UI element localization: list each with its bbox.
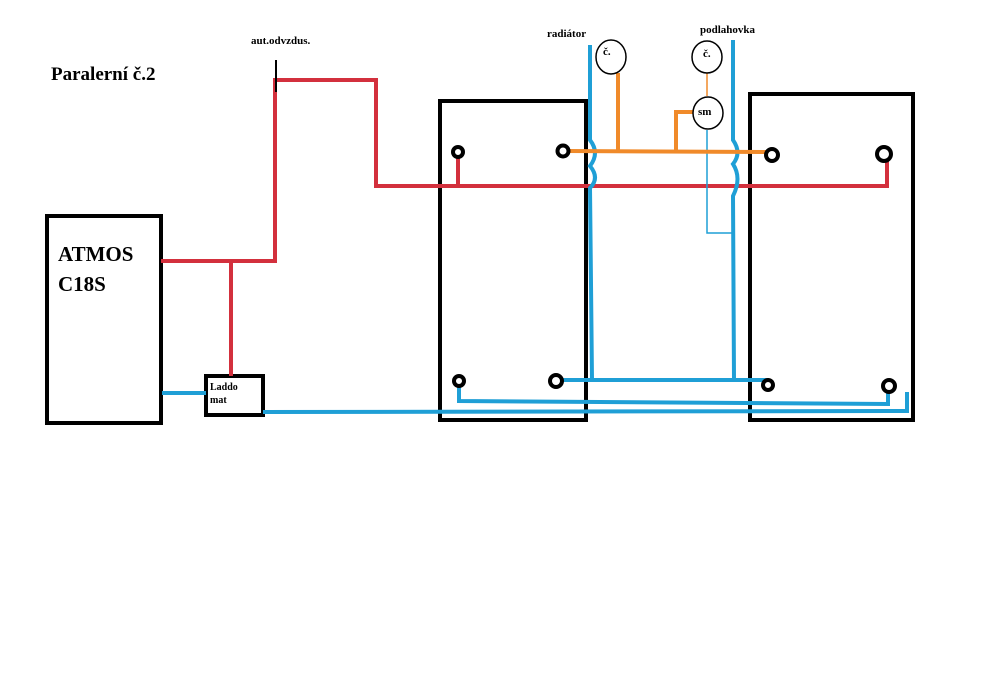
port-tank1-bottom-right (548, 373, 564, 389)
port-tank2-top-left (764, 147, 780, 163)
storage-tank-1 (438, 99, 588, 422)
port-tank1-bottom-left (452, 374, 466, 388)
mixing-valve-return (706, 130, 733, 234)
laddomat-box (204, 374, 265, 417)
thermometer-radiator-circle (595, 39, 627, 75)
air-vent-label: aut.odvzdus. (251, 35, 311, 47)
boiler-box (45, 214, 163, 425)
port-tank1-top-right (555, 143, 571, 159)
thermometer-floor-label: č. (703, 48, 711, 60)
diagram-title: Paralerní č.2 (51, 64, 156, 85)
port-tank2-top-right (875, 145, 893, 163)
cold-water-pipes (162, 40, 909, 414)
mixing-valve-label: sm (698, 106, 712, 118)
radiator-label: radiátor (547, 28, 587, 40)
port-tank2-bottom-right (881, 378, 897, 394)
hot-water-pipes (161, 78, 889, 376)
mixing-valve-circle (692, 96, 724, 130)
control-pipes (565, 73, 773, 154)
floor-heating-label: podlahovka (700, 24, 756, 36)
boiler-label-line2: C18S (58, 272, 106, 296)
port-tank1-top-left (451, 145, 465, 159)
thermometer-radiator-label: č. (603, 46, 611, 58)
laddomat-label-line1: Laddo (210, 382, 238, 393)
laddomat-label: Laddo mat (210, 381, 238, 407)
laddomat-label-line2: mat (210, 395, 227, 406)
port-tank2-bottom-left (761, 378, 775, 392)
tank-ports (451, 143, 897, 394)
thermometer-floor-circle (691, 40, 723, 74)
boiler-label-line1: ATMOS (58, 242, 134, 266)
storage-tank-2 (748, 92, 915, 422)
